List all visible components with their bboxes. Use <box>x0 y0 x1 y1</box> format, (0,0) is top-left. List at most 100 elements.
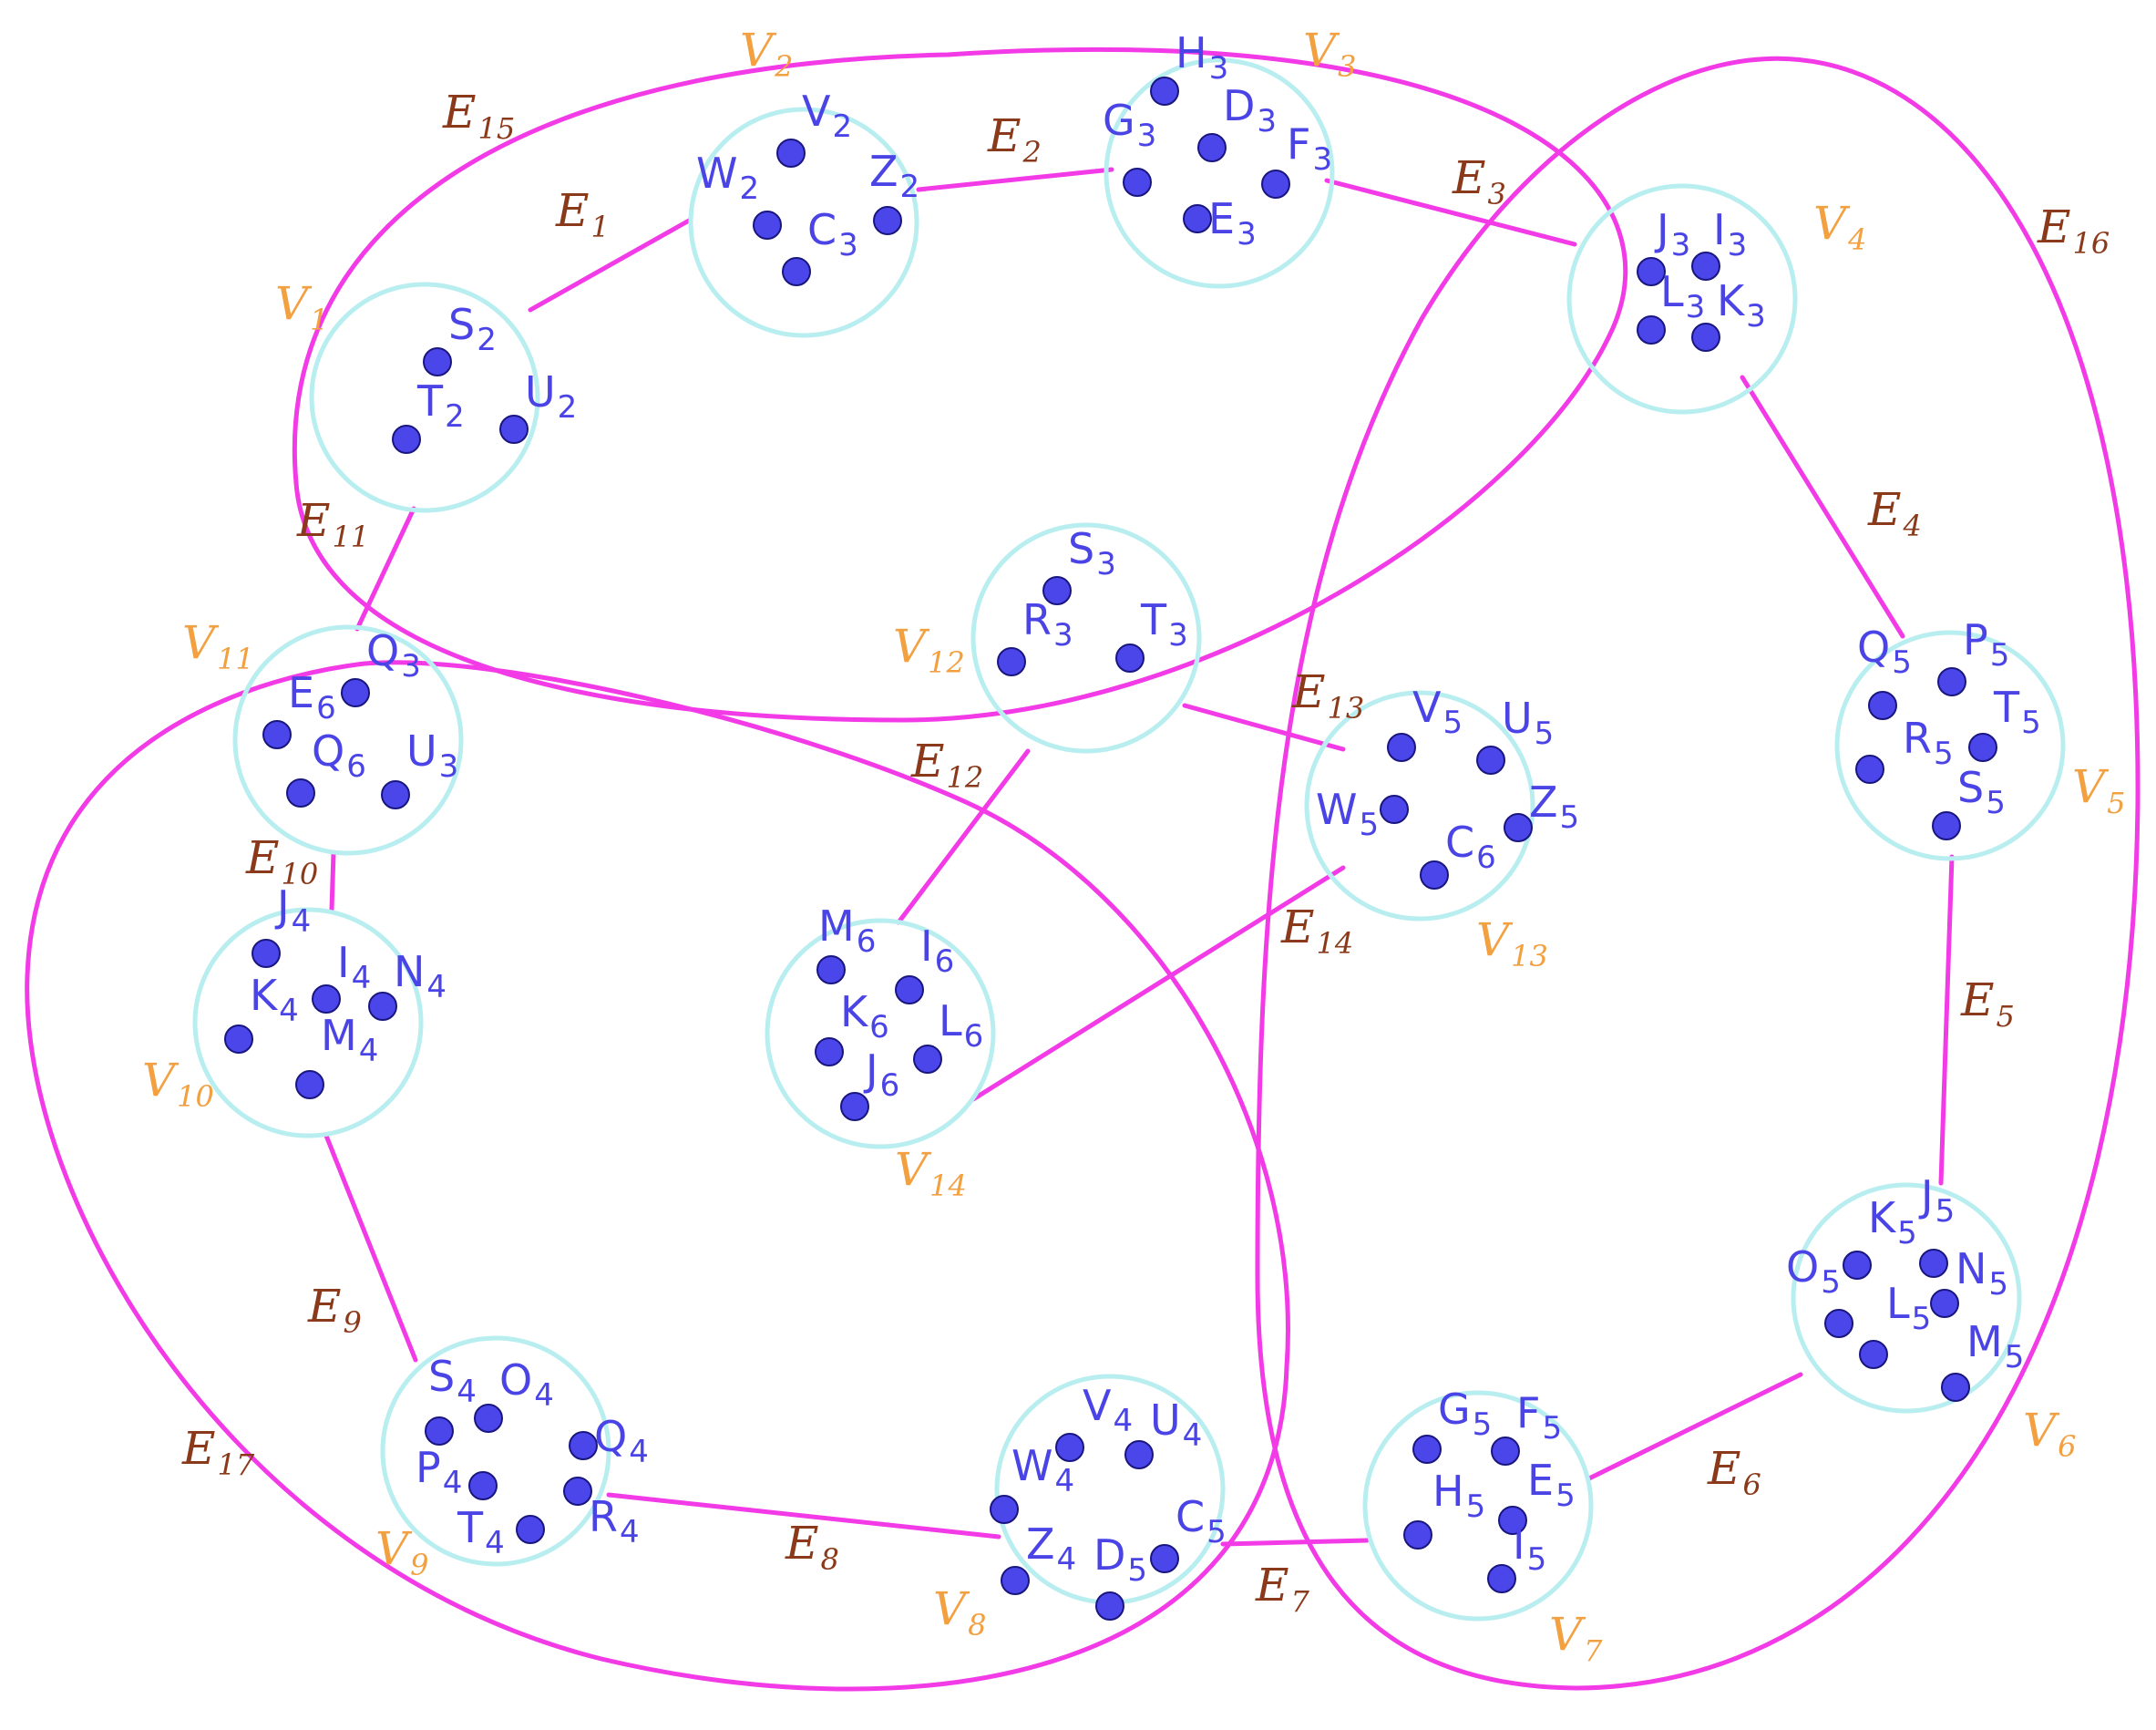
node-label: S3 <box>1068 524 1116 582</box>
edge-label-e1-letter: E <box>555 184 590 237</box>
vertex-label-v6: V6 <box>2023 1404 2076 1464</box>
vertex-label-v1-subscript: 1 <box>310 303 328 337</box>
node-label: V4 <box>1083 1381 1133 1439</box>
hyperedge-label-e16-letter: E <box>2037 201 2071 253</box>
node-label: R5 <box>1903 714 1954 772</box>
node-label-subscript: 5 <box>1821 1264 1841 1301</box>
node-dot <box>1476 746 1505 775</box>
node-label-subscript: 3 <box>1671 227 1691 263</box>
node-label: H3 <box>1176 28 1228 87</box>
node-label-letter: V <box>1412 683 1442 732</box>
node-label: D3 <box>1223 81 1277 139</box>
node-label-subscript: 5 <box>1466 1488 1486 1525</box>
node-dot <box>1380 795 1409 824</box>
node-label-letter: L <box>1660 267 1684 316</box>
node-label: L5 <box>1886 1279 1931 1337</box>
node-label: R3 <box>1022 595 1073 654</box>
node-label: S4 <box>428 1352 477 1410</box>
node-dot <box>1403 1520 1432 1550</box>
vertex-label-v5: V5 <box>2072 760 2125 820</box>
node-dot <box>262 720 292 749</box>
edge-label-e7: E7 <box>1255 1559 1310 1619</box>
node-label-subscript: 2 <box>445 398 465 435</box>
node-label-subscript: 5 <box>1935 1193 1956 1230</box>
node-dot <box>1937 667 1966 696</box>
node-dot <box>423 347 452 376</box>
node-dot <box>286 778 315 808</box>
node-label: M4 <box>321 1011 378 1069</box>
node-dot <box>1824 1309 1853 1338</box>
edge-label-e10: E10 <box>245 831 318 891</box>
node-dot <box>997 647 1026 676</box>
node-dot <box>516 1515 545 1544</box>
vertex-label-v13-subscript: 13 <box>1511 939 1548 973</box>
vertex-label-v8: V8 <box>933 1582 986 1642</box>
node-label-subscript: 5 <box>1206 1514 1227 1550</box>
node-label-letter: J <box>1918 1171 1934 1220</box>
node-label-letter: T <box>1993 683 2020 732</box>
node-dot <box>1124 1440 1154 1469</box>
node-dot <box>569 1431 598 1460</box>
node-label-letter: R <box>1903 714 1932 763</box>
node-label: G5 <box>1438 1385 1492 1443</box>
vertex-label-v10: V10 <box>142 1054 214 1114</box>
node-label: J6 <box>863 1045 899 1104</box>
node-label: C5 <box>1176 1492 1227 1550</box>
node-label-letter: S <box>428 1352 455 1401</box>
node-label-letter: I <box>1713 205 1726 254</box>
node-label-letter: L <box>939 996 962 1045</box>
node-dot <box>392 425 421 454</box>
edge-label-e8-subscript: 8 <box>821 1542 839 1577</box>
vertex-label-v9: V9 <box>375 1522 428 1582</box>
node-label-subscript: 2 <box>477 322 497 358</box>
node-label: E6 <box>288 668 336 726</box>
node-label-subscript: 3 <box>1096 546 1116 582</box>
edge-label-e6-subscript: 6 <box>1743 1467 1761 1502</box>
node-label-subscript: 5 <box>1527 1541 1547 1578</box>
node-label: G3 <box>1103 96 1156 154</box>
vertex-label-v7-letter: V <box>1549 1608 1586 1661</box>
node-label-subscript: 5 <box>1127 1552 1147 1589</box>
node-label-subscript: 5 <box>1442 705 1463 741</box>
node-dot <box>368 992 397 1021</box>
node-label: K3 <box>1717 276 1766 335</box>
vertex-label-v11-letter: V <box>182 616 220 669</box>
edge-label-e10-letter: E <box>245 831 280 884</box>
node-label: F5 <box>1516 1388 1562 1447</box>
node-label-subscript: 2 <box>558 389 578 426</box>
node-label: V5 <box>1412 683 1463 741</box>
node-label: Z4 <box>1026 1519 1076 1578</box>
node-label-subscript: 4 <box>359 1033 379 1069</box>
node-label: C6 <box>1445 818 1496 876</box>
node-dot <box>425 1416 454 1446</box>
hyperedge-label-e16-subscript: 16 <box>2073 226 2110 261</box>
edge-label-e9: E9 <box>307 1280 362 1340</box>
node-label-subscript: 5 <box>1542 1410 1562 1447</box>
node-label-letter: W <box>1316 785 1357 834</box>
vertex-label-v7-subscript: 7 <box>1584 1633 1603 1668</box>
node-dot <box>1042 576 1072 605</box>
node-dot <box>1261 170 1290 199</box>
node-dot <box>1150 1544 1179 1573</box>
node-label-subscript: 3 <box>838 227 858 263</box>
node-label-subscript: 4 <box>443 1465 463 1501</box>
node-label-letter: Z <box>1026 1519 1055 1569</box>
node-label: U4 <box>1150 1395 1202 1454</box>
node-dot <box>1932 811 1961 840</box>
node-dot <box>312 984 341 1014</box>
node-label-letter: L <box>1886 1279 1910 1328</box>
vertex-label-v4: V4 <box>1813 197 1866 257</box>
edge-e10 <box>329 850 336 912</box>
node-dot <box>1968 733 1997 762</box>
node-label-subscript: 5 <box>1892 644 1912 681</box>
vertex-label-v10-letter: V <box>142 1054 180 1107</box>
node-label-letter: E <box>288 668 314 717</box>
node-label-letter: P <box>1963 615 1988 664</box>
vertex-label-v11: V11 <box>182 616 254 676</box>
node-dot <box>1197 133 1227 162</box>
